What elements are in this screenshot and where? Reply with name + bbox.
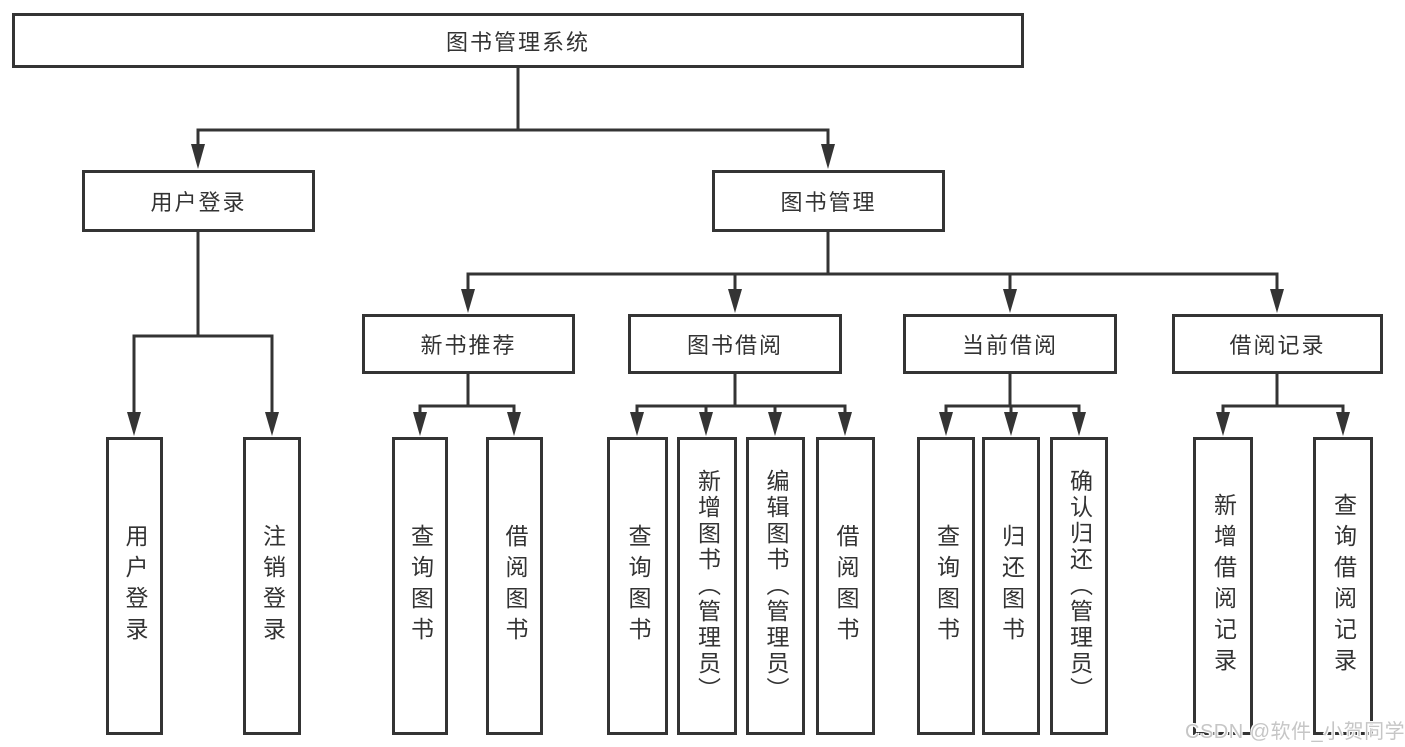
connector-records-to-leaves [1216, 374, 1350, 436]
node-label: 查询图书 [933, 524, 960, 648]
node-label: 确认归还（管理员） [1066, 469, 1093, 703]
node-new-book-recommendation: 新书推荐 [362, 314, 575, 374]
node-label: 图书借阅 [686, 333, 783, 358]
leaf-recommend-borrow-books: 借阅图书 [486, 437, 543, 735]
node-label: 新增借阅记录 [1210, 493, 1237, 679]
connector-book-management-to-level3 [461, 232, 1284, 313]
connector-recommend-to-leaves [413, 374, 521, 436]
node-label: 借阅记录 [1229, 333, 1326, 358]
csdn-watermark: CSDN @软件_小贺同学 [1185, 721, 1405, 743]
leaf-borrow-query-books: 查询图书 [607, 437, 668, 735]
node-root: 图书管理系统 [12, 13, 1024, 68]
leaf-borrow-borrow-books: 借阅图书 [816, 437, 875, 735]
leaf-current-query-books: 查询图书 [917, 437, 975, 735]
node-label: 新书推荐 [420, 333, 517, 358]
node-label: 借阅图书 [833, 524, 859, 648]
connector-current-to-leaves [939, 374, 1086, 436]
connector-root-to-level2 [191, 68, 835, 169]
leaf-user-login: 用户登录 [106, 437, 163, 735]
node-label: 查询图书 [625, 524, 651, 648]
node-current-borrowing: 当前借阅 [903, 314, 1117, 374]
node-label: 注销登录 [259, 524, 286, 648]
leaf-recommend-query-books: 查询图书 [392, 437, 448, 735]
node-label: 查询借阅记录 [1330, 493, 1357, 679]
node-user-login: 用户登录 [82, 170, 315, 232]
node-label: 用户登录 [150, 190, 247, 215]
leaf-current-confirm-return-admin: 确认归还（管理员） [1050, 437, 1108, 735]
leaf-current-return-books: 归还图书 [982, 437, 1040, 735]
leaf-records-add-record: 新增借阅记录 [1193, 437, 1253, 735]
leaf-records-query-record: 查询借阅记录 [1313, 437, 1373, 735]
connector-borrowing-to-leaves [630, 374, 852, 436]
node-label: 编辑图书（管理员） [763, 469, 789, 703]
node-label: 图书管理 [780, 190, 877, 215]
node-label: 图书管理系统 [445, 29, 590, 55]
node-label: 当前借阅 [961, 333, 1058, 358]
node-label: 借阅图书 [502, 524, 528, 648]
connector-user-login-to-leaves [127, 232, 279, 436]
node-book-borrowing: 图书借阅 [628, 314, 842, 374]
node-label: 归还图书 [998, 524, 1025, 648]
node-label: 查询图书 [407, 524, 434, 648]
leaf-borrow-edit-books-admin: 编辑图书（管理员） [746, 437, 805, 735]
node-label: 用户登录 [122, 524, 148, 648]
node-borrowing-records: 借阅记录 [1172, 314, 1383, 374]
node-label: 新增图书（管理员） [694, 469, 721, 703]
leaf-borrow-add-books-admin: 新增图书（管理员） [677, 437, 737, 735]
leaf-logout-login: 注销登录 [243, 437, 301, 735]
node-book-management: 图书管理 [712, 170, 945, 232]
